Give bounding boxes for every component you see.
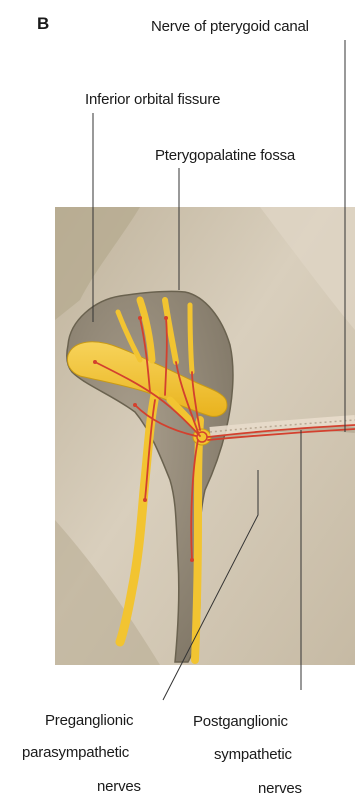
label-preganglionic-line1: Preganglionic <box>45 711 133 730</box>
label-preganglionic-line2: parasympathetic <box>22 743 129 762</box>
panel-letter: B <box>37 14 49 33</box>
label-postganglionic-line3: nerves <box>258 779 302 798</box>
label-inferior-orbital-fissure: Inferior orbital fissure <box>85 90 220 109</box>
label-postganglionic-line2: sympathetic <box>214 745 292 764</box>
label-nerve-of-pterygoid-canal: Nerve of pterygoid canal <box>151 17 309 36</box>
label-preganglionic-line3: nerves <box>97 777 141 796</box>
label-postganglionic-line1: Postganglionic <box>193 712 288 731</box>
upper-branch-3 <box>190 305 192 372</box>
label-pterygopalatine-fossa: Pterygopalatine fossa <box>155 146 295 165</box>
